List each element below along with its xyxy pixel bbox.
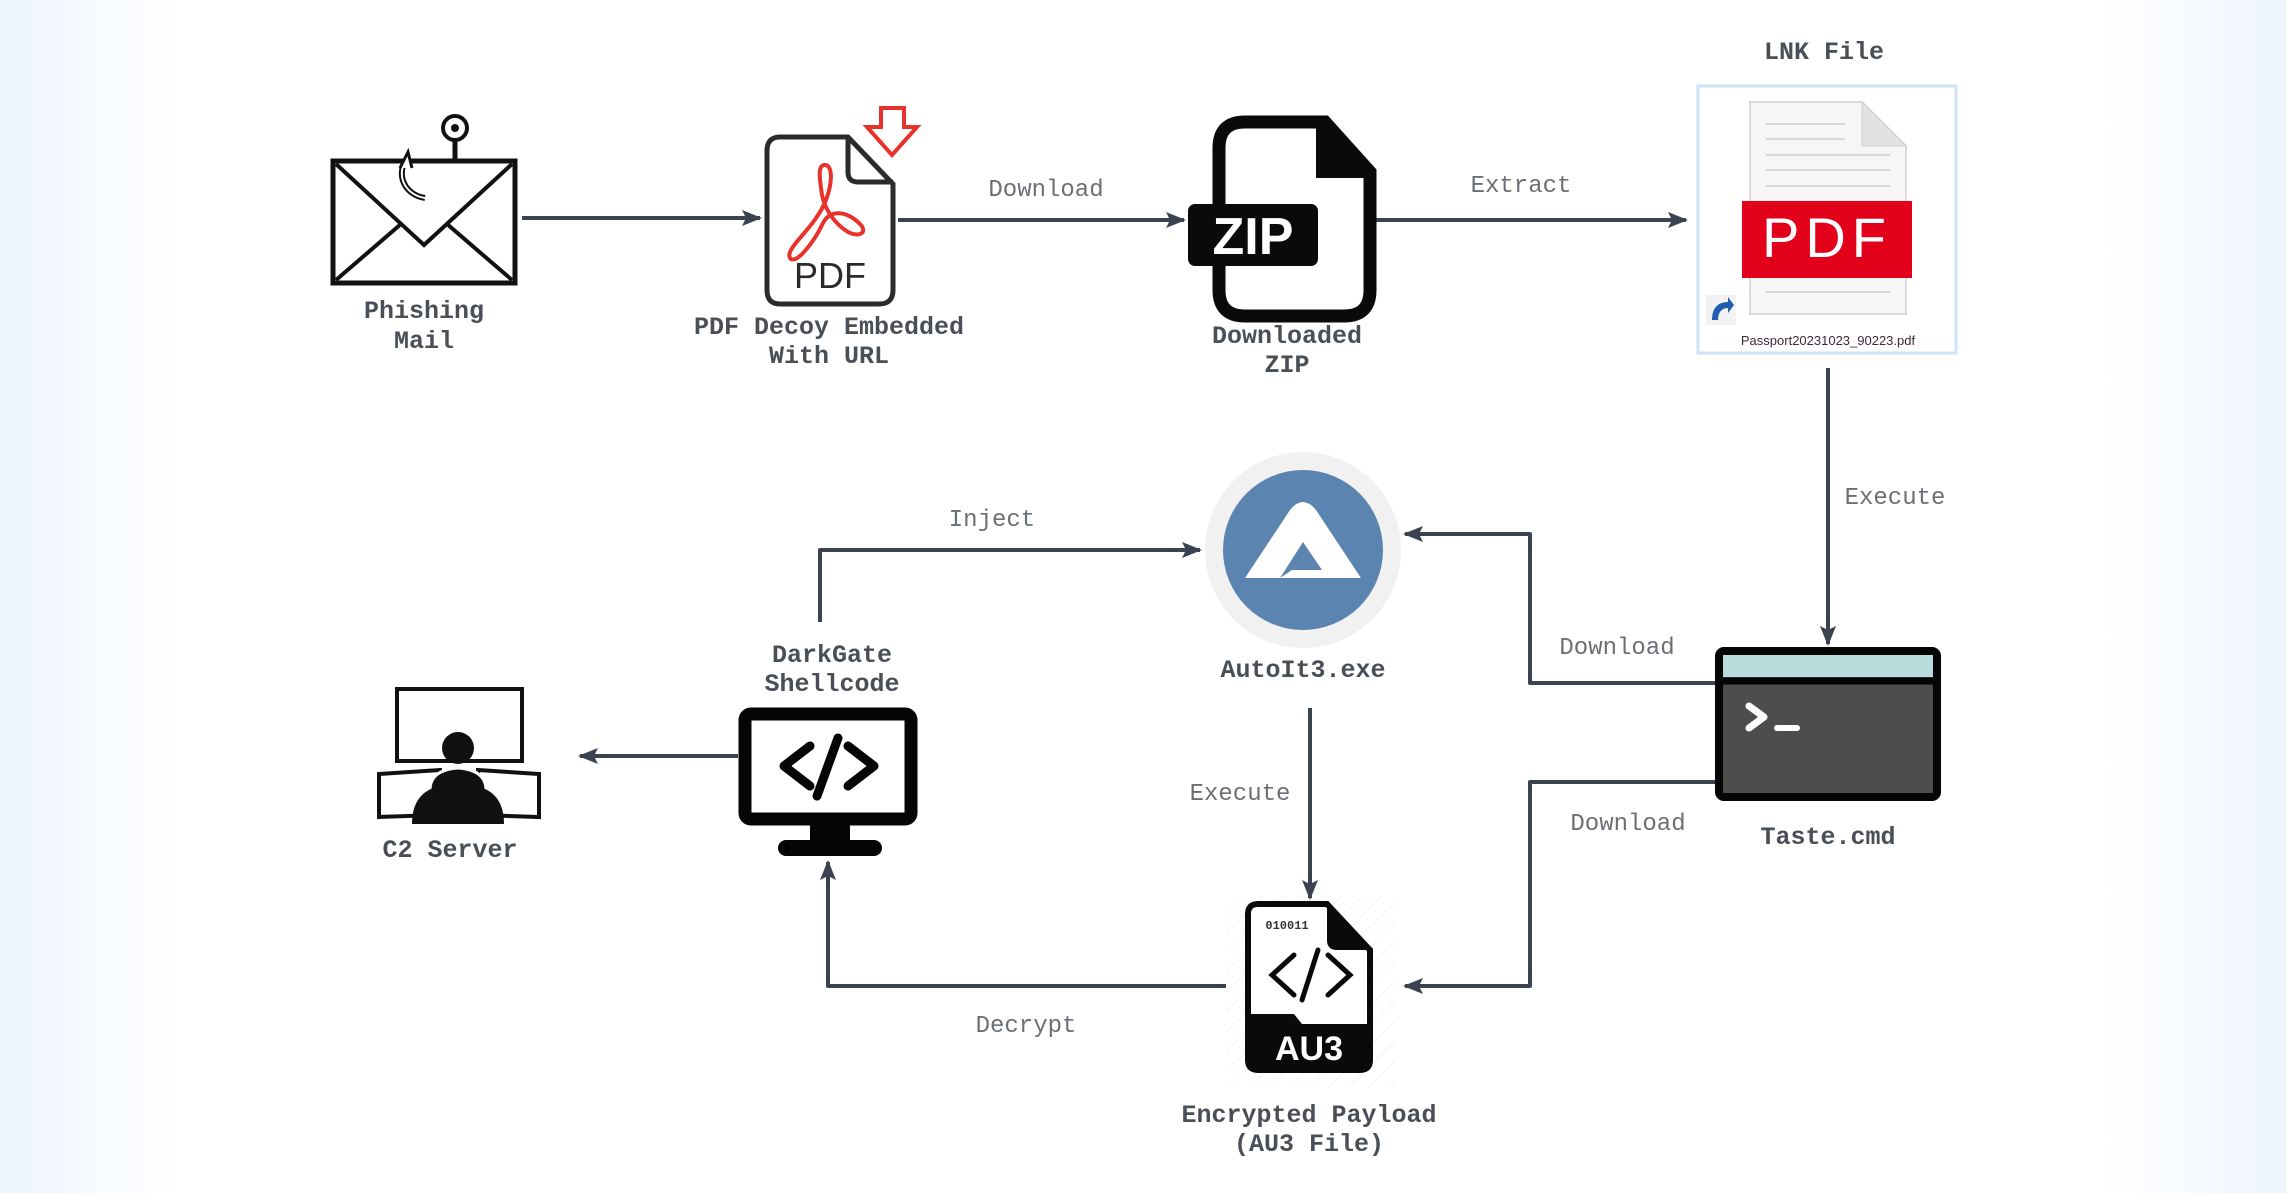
au3-binary-text: 010011 — [1265, 919, 1308, 933]
node-label-line: Shellcode — [764, 670, 899, 699]
download-arrow-icon — [867, 108, 917, 155]
pdf-document-icon: PDF — [767, 137, 893, 304]
node-label-line: Encrypted Payload — [1181, 1101, 1436, 1130]
node-label-line: Downloaded — [1212, 322, 1362, 351]
edge-label-download-3: Download — [1570, 811, 1685, 838]
edge-label-download-2: Download — [1559, 635, 1674, 662]
node-label: Taste.cmd — [1760, 823, 1895, 852]
node-label-line: PDF Decoy Embedded — [694, 313, 964, 342]
node-au3-payload[interactable]: 010011 AU3 Encrypted Payload (AU3 File) — [1181, 896, 1436, 1159]
edge-au3-to-shellcode — [828, 862, 1226, 986]
node-label-line: ZIP — [1264, 351, 1309, 380]
node-label-line: With URL — [769, 342, 889, 371]
autoit-logo-icon — [1205, 452, 1401, 648]
node-autoit[interactable]: AutoIt3.exe — [1205, 452, 1401, 685]
terminal-icon — [1719, 651, 1937, 797]
au3-icon-text: AU3 — [1275, 1030, 1343, 1068]
lnk-pdf-band-text: PDF — [1762, 206, 1892, 269]
lnk-title: LNK File — [1764, 38, 1884, 67]
zip-icon-text: ZIP — [1213, 208, 1294, 266]
node-darkgate-shellcode[interactable]: DarkGate Shellcode — [745, 641, 911, 856]
edge-shellcode-to-autoit — [820, 550, 1200, 622]
node-phishing-mail[interactable]: Phishing Mail — [333, 116, 515, 356]
node-taste-cmd[interactable]: Taste.cmd — [1719, 651, 1937, 852]
node-zip[interactable]: ZIP Downloaded ZIP — [1188, 122, 1370, 380]
operator-monitors-icon — [379, 689, 539, 824]
node-c2-server[interactable]: C2 Server — [379, 689, 539, 865]
edge-label-execute-2: Execute — [1190, 781, 1291, 808]
edge-label-execute-1: Execute — [1845, 485, 1946, 512]
lnk-filename: Passport20231023_90223.pdf — [1741, 333, 1916, 348]
node-label-line: (AU3 File) — [1234, 1130, 1384, 1159]
node-lnk-file[interactable]: LNK File PDF Passport20231023_90223.pdf — [1698, 38, 1956, 353]
node-label: AutoIt3.exe — [1220, 656, 1385, 685]
edge-label-inject: Inject — [949, 507, 1035, 534]
node-label-line: Mail — [394, 327, 454, 356]
code-monitor-icon — [745, 714, 911, 856]
zip-file-icon: ZIP — [1188, 122, 1370, 316]
node-pdf-decoy[interactable]: PDF PDF Decoy Embedded With URL — [694, 108, 964, 371]
edge-label-decrypt: Decrypt — [976, 1013, 1077, 1040]
shortcut-arrow-icon — [1706, 295, 1736, 325]
node-label: C2 Server — [382, 836, 517, 865]
pdf-icon-text: PDF — [794, 255, 866, 296]
node-label-line: DarkGate — [772, 641, 892, 670]
edge-label-download-1: Download — [988, 177, 1103, 204]
au3-file-icon: 010011 AU3 — [1248, 904, 1370, 1070]
node-label-line: Phishing — [364, 297, 484, 326]
edge-label-extract: Extract — [1471, 173, 1572, 200]
envelope-hook-icon — [333, 116, 515, 283]
